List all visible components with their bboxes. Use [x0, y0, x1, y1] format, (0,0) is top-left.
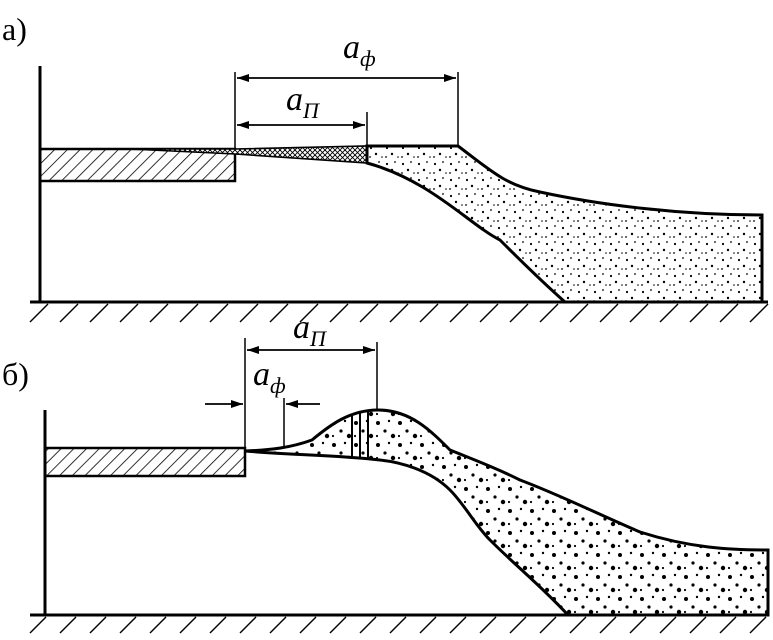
- panel-a-punch: [38, 147, 237, 183]
- panel-b: б): [2, 309, 770, 634]
- panel-b-dim-label-ap: aП: [293, 309, 327, 351]
- panel-a-ground-hatch: [29, 303, 769, 323]
- panel-b-powder-body: [244, 408, 770, 617]
- panel-b-dim-label-af: aф: [253, 356, 286, 398]
- panel-b-label: б): [2, 356, 29, 392]
- panel-a-powder-body: [365, 144, 764, 304]
- panel-a-dim-label-af: aф: [343, 29, 376, 71]
- panel-b-ground-hatch: [29, 616, 767, 634]
- panel-a-dim-label-ap: aП: [286, 81, 320, 123]
- panel-a: а): [2, 11, 769, 323]
- panel-b-punch: [43, 446, 247, 478]
- panel-a-label: а): [2, 11, 27, 47]
